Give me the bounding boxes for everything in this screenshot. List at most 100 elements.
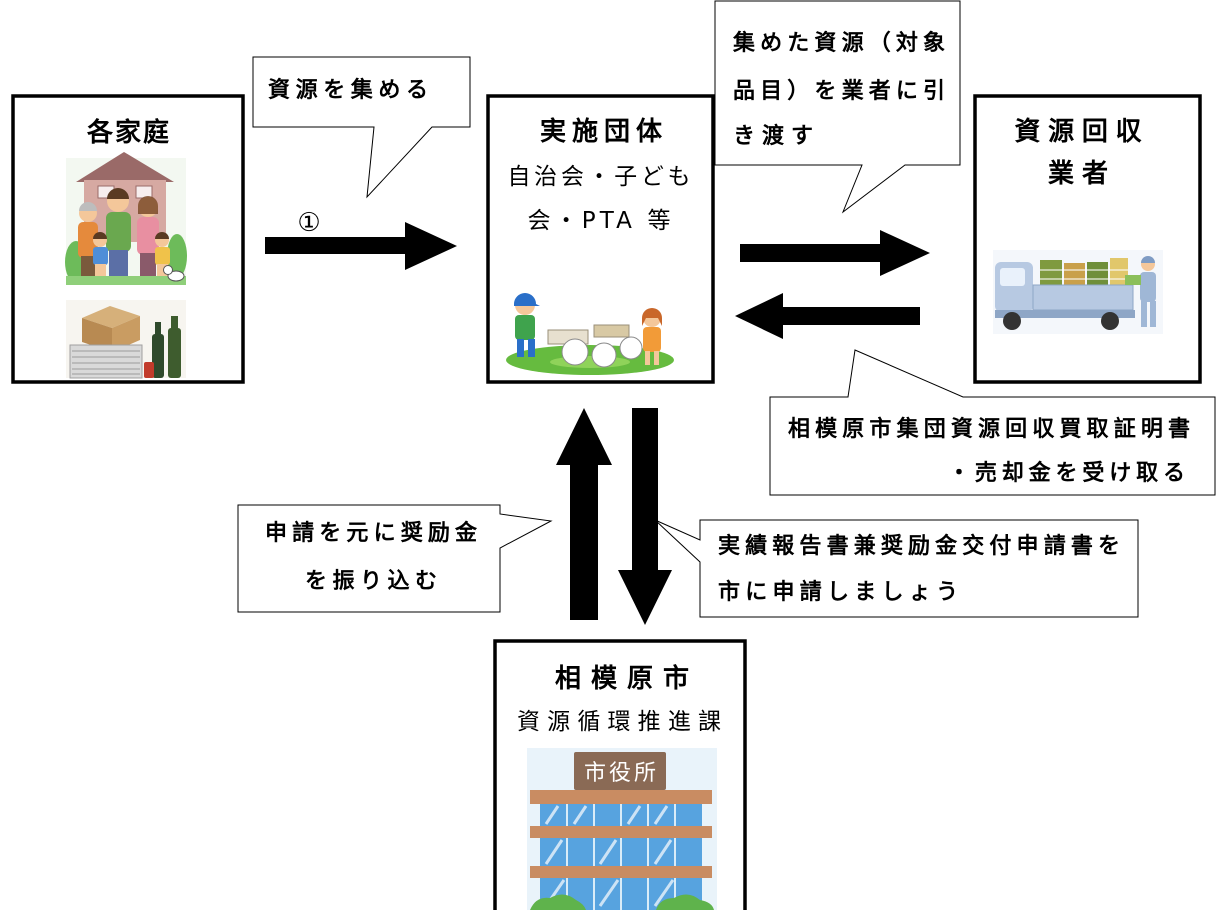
person-legs bbox=[81, 256, 95, 276]
arrow-city-to-organization bbox=[556, 408, 612, 620]
callout-submit-application: 実績報告書兼奨励金交付申請書を 市に申請しましょう bbox=[654, 519, 1139, 618]
truck-chassis bbox=[995, 310, 1135, 318]
bottle-neck bbox=[171, 316, 178, 330]
garbage-bag bbox=[591, 342, 617, 368]
floor-band bbox=[530, 866, 712, 878]
newspaper-stack bbox=[69, 344, 143, 379]
person-body bbox=[137, 217, 159, 255]
children-collecting-icon bbox=[506, 293, 674, 375]
family-member-grandmother bbox=[78, 202, 98, 276]
garbage-bag bbox=[561, 338, 589, 366]
city-node: 相模原市 資源循環推進課 市役所 bbox=[493, 639, 747, 910]
arrow-collector-to-organization bbox=[735, 293, 920, 339]
bottle bbox=[152, 334, 164, 378]
person-leg bbox=[645, 351, 650, 365]
cardboard-box-side bbox=[112, 316, 140, 352]
person-hair bbox=[93, 232, 107, 239]
truck-wheel bbox=[1003, 312, 1021, 330]
truck-bed bbox=[1032, 284, 1134, 311]
bottle bbox=[168, 328, 181, 378]
callout-bubble bbox=[237, 504, 553, 613]
person-body bbox=[643, 327, 661, 352]
person-body bbox=[515, 315, 535, 340]
callout-bubble bbox=[769, 349, 1216, 496]
callout-text-line-2: ・売却金を受け取る bbox=[948, 460, 1185, 486]
house-roof bbox=[76, 152, 174, 182]
person-legs bbox=[109, 250, 128, 276]
cargo-bundle bbox=[1040, 260, 1062, 286]
callout-hand-over: 集めた資源（対象 品目）を業者に引 き渡す bbox=[714, 0, 961, 214]
arrow-household-to-organization bbox=[265, 222, 457, 270]
callout-receive-payment: 相模原市集団資源回収買取証明書 ・売却金を受け取る bbox=[769, 349, 1216, 496]
organization-subtitle-line-2: 会・PTA 等 bbox=[528, 208, 671, 234]
person-hair bbox=[107, 188, 129, 199]
person-legs bbox=[140, 253, 156, 276]
callout-text-line-3: き渡す bbox=[733, 123, 813, 149]
city-department: 資源循環推進課 bbox=[517, 709, 721, 735]
family-member-mother bbox=[137, 196, 159, 276]
truck-icon bbox=[993, 250, 1163, 334]
truck-window bbox=[1000, 268, 1025, 286]
family-member-child bbox=[155, 232, 170, 276]
person-leg bbox=[1141, 301, 1147, 327]
building-sign-text: 市役所 bbox=[584, 761, 656, 786]
person-body bbox=[78, 222, 98, 258]
person-legs bbox=[157, 264, 168, 276]
person-body bbox=[1140, 272, 1156, 302]
ground bbox=[66, 276, 186, 285]
collector-box bbox=[973, 94, 1202, 384]
grass-highlight bbox=[550, 356, 630, 368]
person-body bbox=[93, 247, 108, 265]
person-leg bbox=[517, 339, 524, 357]
cardboard-box-front bbox=[82, 318, 112, 352]
person-hair bbox=[642, 308, 662, 326]
child-with-cap bbox=[514, 293, 540, 357]
cap bbox=[1141, 256, 1155, 263]
family-house-icon bbox=[65, 152, 187, 285]
family-member-father bbox=[106, 188, 131, 276]
callout-text-line-1: 相模原市集団資源回収買取証明書 bbox=[788, 416, 1190, 442]
bush bbox=[530, 894, 586, 910]
callout-text-line-1: 実績報告書兼奨励金交付申請書を bbox=[718, 533, 1120, 559]
household-title: 各家庭 bbox=[86, 117, 169, 148]
truck-wheel bbox=[1101, 312, 1119, 330]
family-member-child bbox=[93, 232, 108, 276]
person-leg bbox=[528, 339, 535, 357]
arrow-organization-to-collector bbox=[740, 230, 930, 276]
household-node: 各家庭 bbox=[11, 94, 245, 384]
person-hair bbox=[79, 202, 97, 211]
carried-bundle bbox=[1125, 275, 1141, 285]
arrow-step-label: ① bbox=[297, 208, 320, 238]
person-hair bbox=[138, 196, 158, 214]
person-leg bbox=[654, 351, 659, 365]
cargo-bundle bbox=[1064, 263, 1085, 286]
building-sign bbox=[574, 752, 666, 790]
person-legs bbox=[95, 264, 106, 276]
dog-body bbox=[167, 270, 185, 282]
bottle-neck bbox=[155, 322, 161, 336]
dog-head bbox=[163, 265, 173, 275]
floor-band bbox=[530, 826, 712, 838]
window-reflections bbox=[544, 805, 675, 907]
cap bbox=[514, 293, 540, 306]
person-leg bbox=[1150, 301, 1156, 327]
recyclables-icon bbox=[66, 300, 186, 379]
arrow-organization-to-city bbox=[618, 408, 672, 625]
callout-pay-grant: 申請を元に奨励金 を振り込む bbox=[237, 504, 553, 613]
cargo-bundle bbox=[1087, 262, 1108, 286]
callout-bubble bbox=[654, 519, 1139, 618]
cardboard-bundle bbox=[593, 324, 630, 338]
can bbox=[144, 362, 154, 378]
callout-bubble bbox=[714, 0, 961, 214]
city-hall-icon: 市役所 bbox=[527, 748, 717, 910]
window-mullions bbox=[566, 804, 676, 910]
organization-subtitle-line-1: 自治会・子ども bbox=[508, 164, 691, 190]
dog bbox=[163, 265, 185, 282]
callout-text-line-2: 市に申請しましょう bbox=[718, 579, 958, 605]
callout-bubble bbox=[252, 56, 471, 199]
person-hair bbox=[155, 232, 169, 239]
person-body bbox=[155, 247, 170, 265]
callout-text-line-2: を振り込む bbox=[305, 569, 437, 594]
